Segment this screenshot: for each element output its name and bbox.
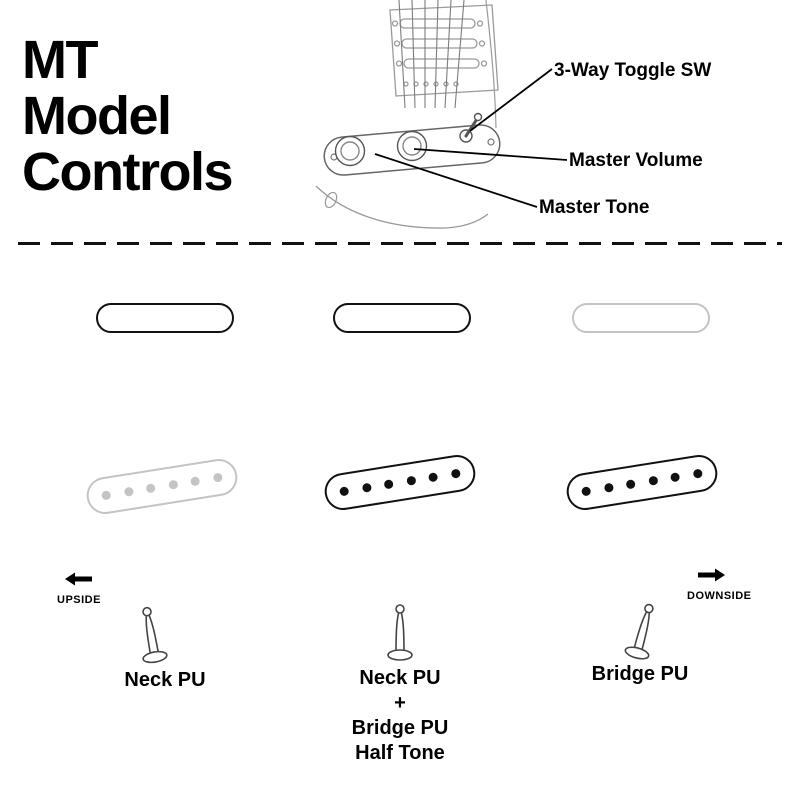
toggle-switch xyxy=(459,112,483,143)
switch-lever-icon xyxy=(622,598,654,662)
position-label-line: Neck PU xyxy=(359,667,441,689)
output-jack xyxy=(324,191,338,209)
pole-piece-dot xyxy=(581,486,592,497)
bridge-plate xyxy=(389,4,499,97)
position-label-neck: Neck PU xyxy=(65,668,265,693)
master-volume-knob xyxy=(396,130,428,162)
upside-arrow-icon xyxy=(65,572,92,586)
position-label-line: Bridge PU xyxy=(351,717,449,739)
neck-pickup-indicator xyxy=(572,303,710,333)
pole-piece-dot xyxy=(383,479,395,490)
callout-toggle-switch-label: 3-Way Toggle SW xyxy=(554,60,712,81)
pole-piece-dot xyxy=(670,472,681,483)
guitar-bridge-and-controls-illustration xyxy=(315,0,568,229)
pole-piece-dot xyxy=(361,482,372,493)
position-label-line: + xyxy=(394,692,406,714)
pole-piece-dot xyxy=(101,490,112,501)
position-label-line: Neck PU xyxy=(124,669,206,691)
switch-lever-icon xyxy=(385,600,415,664)
neck-pickup-indicator xyxy=(333,303,471,333)
pole-piece-dot xyxy=(212,472,223,483)
callout-lines xyxy=(374,68,568,208)
pole-piece-dot xyxy=(145,483,157,494)
downside-label: DOWNSIDE xyxy=(687,590,752,602)
pole-piece-dot xyxy=(450,468,461,479)
bridge-pickup-indicator xyxy=(564,452,720,513)
pole-piece-dot xyxy=(339,486,350,497)
neck-pickup-indicator xyxy=(96,303,234,333)
pole-piece-dot xyxy=(167,479,179,490)
pole-piece-dot xyxy=(190,476,201,487)
dashed-divider xyxy=(18,242,782,245)
bridge-pickup-indicator xyxy=(84,456,240,517)
pole-piece-dot xyxy=(123,486,134,497)
callout-master-volume-label: Master Volume xyxy=(569,150,703,171)
pole-piece-dot xyxy=(647,475,659,486)
bridge-pickup-indicator xyxy=(322,452,478,513)
upside-label: UPSIDE xyxy=(57,594,101,606)
position-label-neck-bridge-half-tone: Neck PU + Bridge PU Half Tone xyxy=(300,666,500,766)
body-edge-curve xyxy=(315,185,489,229)
guitar-strings xyxy=(398,0,465,109)
pole-piece-dot xyxy=(603,482,614,493)
switch-lever-icon xyxy=(140,602,170,666)
callout-master-tone-label: Master Tone xyxy=(539,197,650,218)
pole-piece-dot xyxy=(405,475,417,486)
pole-piece-dot xyxy=(625,479,637,490)
pole-piece-dot xyxy=(692,468,703,479)
pickguard-edge xyxy=(485,0,497,129)
downside-arrow-icon xyxy=(698,568,725,582)
master-tone-knob xyxy=(334,135,366,167)
title-line-2: Model xyxy=(22,86,172,146)
position-label-line: Bridge PU xyxy=(591,663,689,685)
title-line-1: MT xyxy=(22,30,98,90)
position-label-bridge: Bridge PU xyxy=(540,662,740,687)
position-label-line: Half Tone xyxy=(355,742,445,764)
title-line-3: Controls xyxy=(22,142,234,202)
pole-piece-dot xyxy=(428,472,439,483)
